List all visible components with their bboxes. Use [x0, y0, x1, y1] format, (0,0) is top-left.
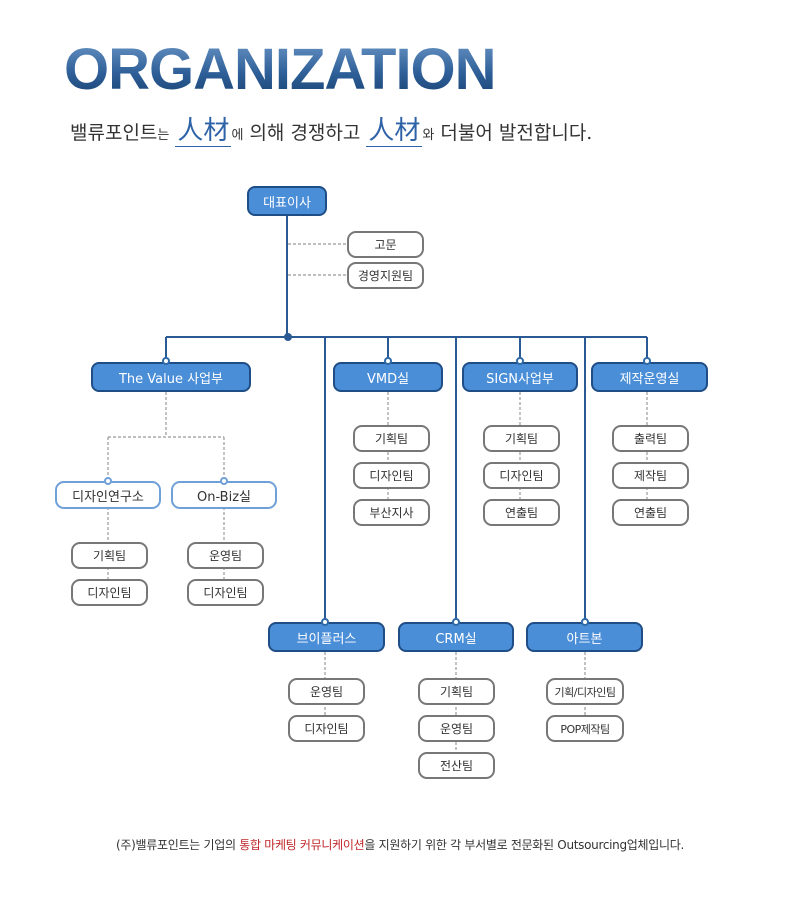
- team-box: 디자인팀: [288, 715, 365, 742]
- team-box: 연출팀: [612, 499, 689, 526]
- team-box: 연출팀: [483, 499, 560, 526]
- team-box: 기획팀: [353, 425, 430, 452]
- slogan-particle-3: 와: [422, 128, 435, 143]
- solid-connectors: [165, 214, 648, 624]
- page-title: ORGANIZATION: [64, 37, 497, 102]
- team-box: 전산팀: [418, 752, 495, 779]
- team-box: 디자인팀: [483, 462, 560, 489]
- team-box: 기획팀: [418, 678, 495, 705]
- team-box: POP제작팀: [546, 715, 624, 742]
- team-box: 운영팀: [418, 715, 495, 742]
- slogan-particle-1: 는: [157, 128, 170, 143]
- division-crm: CRM실: [398, 622, 514, 652]
- connector-dot: [162, 357, 170, 365]
- team-box: 부산지사: [353, 499, 430, 526]
- advisor-box: 고문: [347, 231, 424, 258]
- connector-dot: [220, 477, 228, 485]
- connector-dot: [581, 618, 589, 626]
- team-box: 기획/디자인팀: [546, 678, 624, 705]
- connector-dot: [643, 357, 651, 365]
- slogan-particle-2: 에: [231, 128, 244, 143]
- connector-dot: [384, 357, 392, 365]
- junction-dot: [284, 333, 292, 341]
- division-the-value: The Value 사업부: [91, 362, 251, 392]
- footer-highlight: 통합 마케팅 커뮤니케이션: [239, 838, 365, 852]
- sub-design-lab: 디자인연구소: [55, 481, 161, 509]
- division-production: 제작운영실: [591, 362, 708, 392]
- team-box: 제작팀: [612, 462, 689, 489]
- sub-on-biz: On-Biz실: [171, 481, 277, 509]
- team-box: 기획팀: [71, 542, 148, 569]
- footer-text-1: (주)밸류포인트는 기업의: [116, 838, 240, 852]
- team-box: 운영팀: [187, 542, 264, 569]
- team-box: 디자인팀: [353, 462, 430, 489]
- team-box: 디자인팀: [71, 579, 148, 606]
- connector-dot: [104, 477, 112, 485]
- team-box: 운영팀: [288, 678, 365, 705]
- division-viplus: 브이플러스: [268, 622, 385, 652]
- connector-dot: [516, 357, 524, 365]
- connector-dot: [321, 618, 329, 626]
- slogan-hanja-2: 人材: [366, 116, 423, 147]
- division-sign: SIGN사업부: [462, 362, 578, 392]
- connector-dot: [452, 618, 460, 626]
- management-support-box: 경영지원팀: [347, 262, 424, 289]
- team-box: 디자인팀: [187, 579, 264, 606]
- slogan-hanja-1: 人材: [175, 116, 232, 147]
- team-box: 출력팀: [612, 425, 689, 452]
- division-artbon: 아트본: [526, 622, 643, 652]
- slogan-text-3: 더불어 발전합니다.: [434, 122, 593, 144]
- footer-note: (주)밸류포인트는 기업의 통합 마케팅 커뮤니케이션을 지원하기 위한 각 부…: [0, 836, 800, 853]
- ceo-box: 대표이사: [247, 186, 327, 216]
- slogan-text-2: 의해 경쟁하고: [243, 122, 367, 144]
- slogan-text-1: 밸류포인트: [70, 122, 158, 144]
- team-box: 기획팀: [483, 425, 560, 452]
- division-vmd: VMD실: [333, 362, 443, 392]
- footer-text-2: 을 지원하기 위한 각 부서별로 전문화된 Outsourcing업체입니다.: [364, 838, 684, 852]
